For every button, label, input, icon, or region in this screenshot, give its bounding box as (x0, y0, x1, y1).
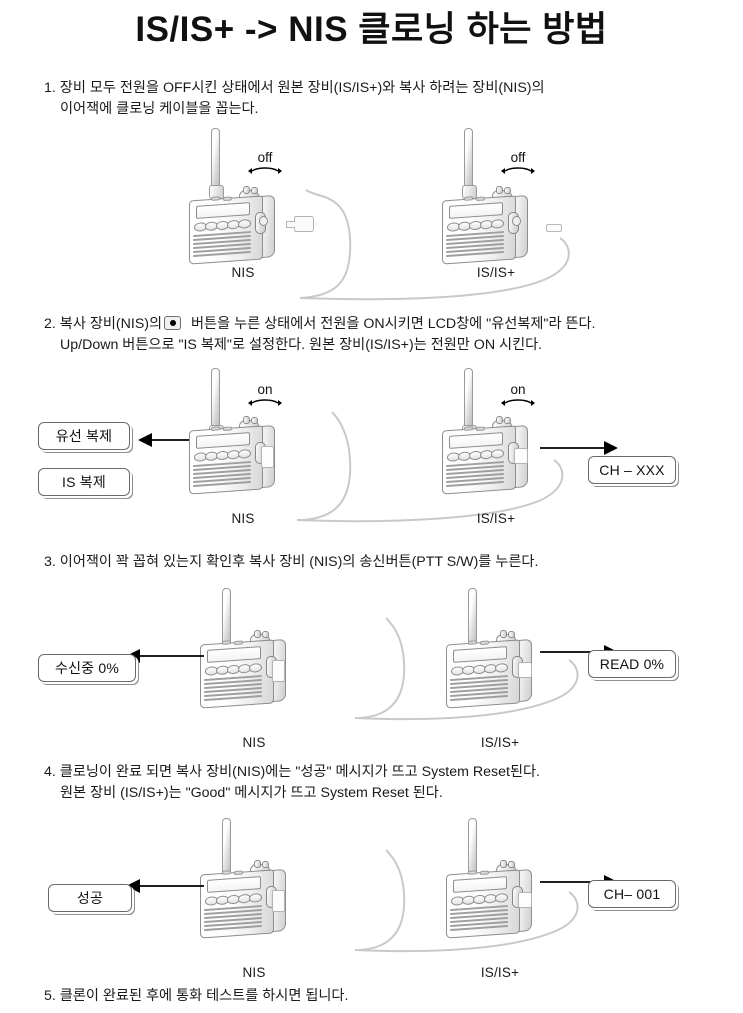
rotary-arrow-icon (248, 167, 282, 174)
radio-body (189, 186, 281, 265)
step-2-line-1b: 버튼을 누른 상태에서 전원을 ON시키면 LCD창에 "유선복제"라 뜬다. (190, 316, 596, 332)
radio-isplus-step3: IS/IS+ (442, 588, 558, 750)
radio-nis-step1: off NIS (185, 128, 301, 280)
radio-nis-step2: on NIS (185, 368, 301, 526)
cable-clip-plug (518, 662, 532, 678)
step-2-line-1: 2. 복사 장비(NIS)의 버튼을 누른 상태에서 전원을 ON시키면 LCD… (44, 314, 596, 335)
cable-clip-plug (518, 892, 532, 908)
radio-body (446, 860, 538, 939)
speaker-grille (204, 674, 262, 703)
diagram-step-2: 유선 복제 IS 복제 on NIS (0, 368, 743, 528)
earjack-port (512, 216, 521, 226)
diagram-step-1: off NIS off (0, 128, 743, 303)
page-title: IS/IS+ -> NIS 클로닝 하는 방법 (135, 10, 608, 49)
speaker-grille (450, 674, 508, 703)
device-label-nis: NIS (231, 265, 255, 280)
device-label-isplus: IS/IS+ (480, 735, 520, 750)
arrow-left-step3 (126, 649, 204, 663)
cable-clip-plug (272, 660, 285, 682)
device-label-nis: NIS (242, 965, 266, 980)
radio-isplus-step4: IS/IS+ (442, 818, 558, 980)
diagram-step-4: NIS 성공 IS/IS+ CH– 001 (0, 818, 743, 980)
device-label-nis: NIS (231, 511, 255, 526)
rotary-arrow-icon (501, 399, 535, 406)
round-button-icon (164, 316, 182, 330)
callout-is-clone: IS 복제 (38, 468, 130, 496)
step-1-text: 1. 장비 모두 전원을 OFF시킨 상태에서 원본 장비(IS/IS+)와 복… (44, 78, 545, 120)
speaker-grille (446, 230, 504, 259)
step-5-line-1: 5. 클론이 완료된 후에 통화 테스트를 하시면 됩니다. (44, 988, 349, 1004)
speaker-grille (193, 230, 251, 259)
callout-text: 유선 복제 (55, 428, 113, 444)
speaker-grille (193, 460, 251, 489)
radio-nis-step4: NIS (196, 818, 312, 980)
device-label-isplus: IS/IS+ (476, 265, 516, 280)
step-1-line-2: 이어잭에 클로닝 케이블을 꼽는다. (60, 101, 259, 117)
device-label-isplus: IS/IS+ (480, 965, 520, 980)
speaker-grille (204, 904, 262, 933)
callout-text: IS 복제 (62, 474, 106, 490)
callout-success: 성공 (48, 884, 132, 912)
callout-text: 성공 (76, 890, 104, 906)
power-state-on-right: on (494, 382, 542, 407)
radio-body (200, 630, 292, 709)
callout-read: READ 0% (588, 650, 676, 678)
cable-plug-left (286, 216, 314, 232)
radio-nis-step3: NIS (196, 588, 312, 750)
step-2-line-2: Up/Down 버튼으로 "IS 복제"로 설정한다. 원본 장비(IS/IS+… (60, 337, 543, 353)
radio-body (446, 630, 538, 709)
callout-wired-clone: 유선 복제 (38, 422, 130, 450)
callout-receiving: 수신중 0% (38, 654, 136, 682)
speaker-grille (446, 460, 504, 489)
callout-text: 수신중 0% (55, 660, 119, 676)
radio-isplus-step1: off IS/IS+ (438, 128, 554, 280)
device-label-isplus: IS/IS+ (476, 511, 516, 526)
cable-clip-plug (261, 446, 274, 468)
step-5-text: 5. 클론이 완료된 후에 통화 테스트를 하시면 됩니다. (44, 986, 348, 1007)
antenna-icon (209, 128, 224, 199)
power-label: on (510, 382, 526, 397)
earjack-port (259, 216, 268, 226)
cloning-cable-step-1 (299, 189, 570, 301)
speaker-grille (450, 904, 508, 933)
device-label-nis: NIS (242, 735, 266, 750)
power-state-off-left: off (241, 150, 289, 175)
power-state-off-right: off (494, 150, 542, 175)
diagram-step-3: NIS 수신중 0% IS/IS+ READ 0% (0, 588, 743, 750)
cable-clip-plug (514, 448, 528, 464)
radio-isplus-step2: on IS/IS+ (438, 368, 554, 526)
step-1-line-1: 1. 장비 모두 전원을 OFF시킨 상태에서 원본 장비(IS/IS+)와 복… (44, 80, 545, 96)
step-3-line-1: 3. 이어잭이 꽉 꼽혀 있는지 확인후 복사 장비 (NIS)의 송신버튼(P… (44, 554, 539, 570)
radio-body (189, 416, 281, 495)
callout-channel-001: CH– 001 (588, 880, 676, 908)
step-2-line-1a: 2. 복사 장비(NIS)의 (44, 316, 163, 332)
step-2-text: 2. 복사 장비(NIS)의 버튼을 누른 상태에서 전원을 ON시키면 LCD… (44, 314, 596, 356)
radio-body (442, 416, 534, 495)
rotary-arrow-icon (501, 167, 535, 174)
step-3-text: 3. 이어잭이 꽉 꼽혀 있는지 확인후 복사 장비 (NIS)의 송신버튼(P… (44, 552, 538, 573)
power-label: off (257, 150, 273, 165)
step-4-text: 4. 클로닝이 완료 되면 복사 장비(NIS)에는 "성공" 메시지가 뜨고 … (44, 762, 540, 804)
callout-text: READ 0% (599, 656, 665, 672)
power-state-on-left: on (241, 382, 289, 407)
radio-body (442, 186, 534, 265)
callout-channel-xxx: CH – XXX (588, 456, 676, 484)
callout-text: CH – XXX (599, 462, 665, 478)
radio-body (200, 860, 292, 939)
power-label: on (257, 382, 273, 397)
callout-text: CH– 001 (603, 886, 661, 902)
step-4-line-2: 원본 장비 (IS/IS+)는 "Good" 메시지가 뜨고 System Re… (60, 785, 443, 801)
cable-jack-right (546, 224, 562, 232)
step-4-line-1: 4. 클로닝이 완료 되면 복사 장비(NIS)에는 "성공" 메시지가 뜨고 … (44, 764, 540, 780)
arrow-left-step4 (126, 879, 204, 893)
rotary-arrow-icon (248, 399, 282, 406)
cable-clip-plug (272, 890, 285, 912)
power-label: off (510, 150, 526, 165)
antenna-icon (462, 128, 477, 199)
